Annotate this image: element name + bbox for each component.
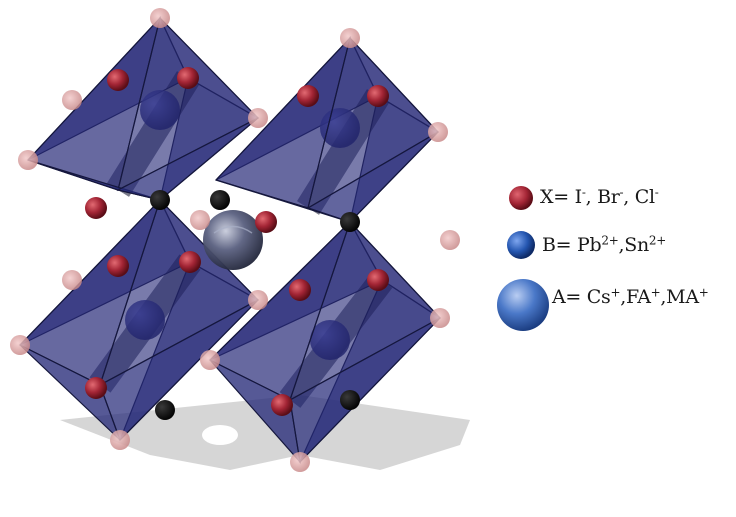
ion-charge: - (654, 185, 659, 200)
legend-item-b: B= Pb2+,Sn2+ (542, 234, 666, 256)
ion-charge: - (619, 185, 624, 200)
ion-symbol: I (574, 186, 583, 208)
legend-prefix: A= (552, 286, 587, 308)
x-ion (297, 85, 319, 107)
ion-separator: , (660, 286, 667, 308)
x-ion (440, 230, 460, 250)
ion-separator: , (623, 186, 635, 208)
legend-label-a: A= Cs+,FA+,MA+ (552, 286, 709, 308)
ion-symbol: Br (597, 186, 620, 208)
x-ion (367, 85, 389, 107)
octahedron-bottom-left (19, 198, 259, 442)
ion-symbol: Cs (586, 286, 611, 308)
ion-charge: + (610, 285, 621, 300)
ion-charge: 2+ (601, 233, 619, 248)
x-ion (430, 308, 450, 328)
x-ion (248, 290, 268, 310)
ion-symbol: Sn (624, 234, 649, 256)
octahedron-face (289, 317, 441, 464)
ion-symbol: Cl (634, 186, 655, 208)
octahedron-face (99, 299, 259, 442)
ion-separator: , (618, 234, 625, 256)
x-ion (110, 430, 130, 450)
ion-charge: + (698, 285, 709, 300)
x-ion (190, 210, 210, 230)
x-ion (18, 150, 38, 170)
x-ion (271, 394, 293, 416)
x-ion (340, 28, 360, 48)
x-ion (10, 335, 30, 355)
x-ion (179, 251, 201, 273)
octahedron-top-right (214, 35, 439, 224)
legend-x-ion-icon (509, 186, 533, 210)
octahedra-group (19, 15, 441, 464)
octahedron-face (116, 117, 259, 201)
x-ion (200, 350, 220, 370)
x-ion (290, 452, 310, 472)
x-ion (85, 197, 107, 219)
x-ion (150, 8, 170, 28)
x-ion (107, 69, 129, 91)
ion-separator: , (620, 286, 626, 308)
x-ion-dark (340, 390, 360, 410)
x-ion (248, 108, 268, 128)
legend-item-x: X= I-, Br-, Cl- (540, 186, 659, 208)
legend-label-b: B= Pb2+,Sn2+ (542, 234, 666, 256)
a-site-cation-highlight (213, 225, 253, 234)
ion-charge: - (581, 185, 586, 200)
ion-charge: + (650, 285, 661, 300)
x-ion (62, 270, 82, 290)
legend-prefix: B= (542, 234, 578, 256)
x-ion (107, 255, 129, 277)
legend-item-a: A= Cs+,FA+,MA+ (552, 286, 709, 308)
x-ion (367, 269, 389, 291)
ion-symbol: MA (666, 286, 699, 308)
ion-separator: , (585, 186, 598, 208)
ion-symbol: Pb (577, 234, 602, 256)
legend-label-x: X= I-, Br-, Cl- (540, 186, 659, 208)
octahedron-top-left (26, 15, 260, 202)
legend-a-ion-icon (497, 279, 549, 331)
octahedron-face (306, 131, 439, 223)
legend-b-ion-icon (507, 231, 535, 259)
x-ion-dark (210, 190, 230, 210)
x-ions-group (10, 8, 460, 472)
x-ion-dark (340, 212, 360, 232)
ion-charge: 2+ (648, 233, 666, 248)
x-ion (428, 122, 448, 142)
ion-symbol: FA (626, 286, 651, 308)
legend: X= I-, Br-, Cl-B= Pb2+,Sn2+A= Cs+,FA+,MA… (494, 178, 734, 348)
a-site-cation (203, 210, 263, 270)
legend-prefix: X= (540, 186, 575, 208)
x-ion (255, 211, 277, 233)
x-ion (85, 377, 107, 399)
x-ion-dark (155, 400, 175, 420)
x-ion (289, 279, 311, 301)
floor-shadow-hole (202, 425, 238, 445)
x-ion (177, 67, 199, 89)
x-ion (62, 90, 82, 110)
x-ion-dark (150, 190, 170, 210)
